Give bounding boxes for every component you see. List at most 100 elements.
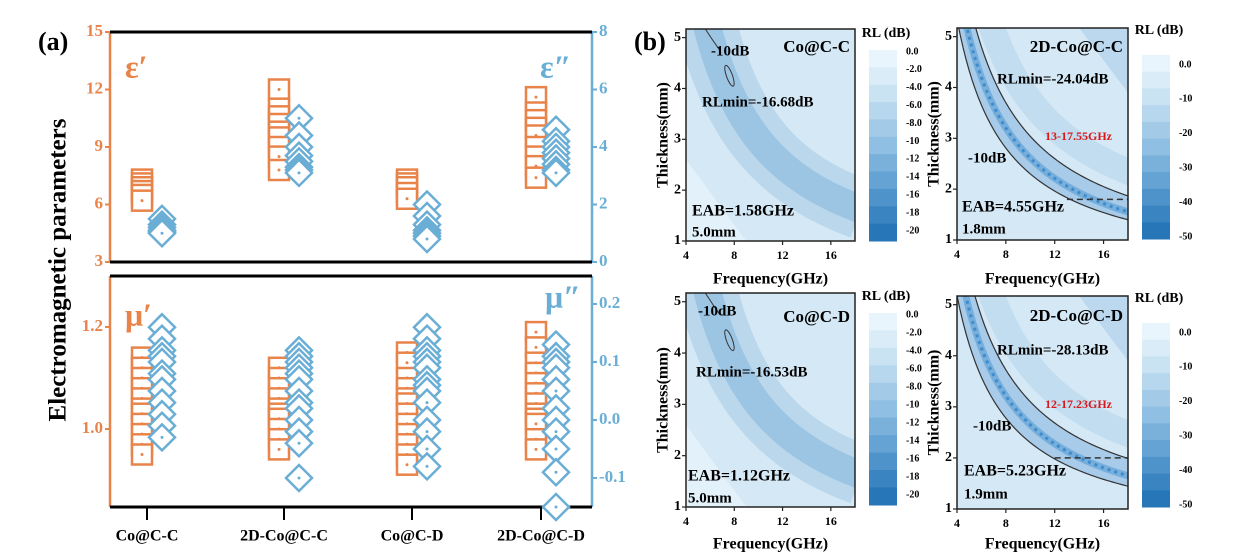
colorbar-step bbox=[869, 67, 897, 86]
contour-ellipse bbox=[724, 329, 735, 352]
colorbar-tick-label: 0.0 bbox=[906, 309, 919, 320]
category-label: 2D-Co@C-C bbox=[240, 528, 328, 545]
left-axis-symbol: ε′ bbox=[125, 48, 148, 84]
map-title: 2D-Co@C-C bbox=[1030, 37, 1123, 56]
colorbar-step bbox=[1142, 105, 1170, 123]
colorbar-step bbox=[869, 188, 897, 207]
contour-area bbox=[957, 28, 1128, 240]
colorbar-step bbox=[869, 470, 897, 489]
eab-label: EAB=4.55GHz bbox=[962, 199, 1064, 216]
right-axis-symbol: ε″ bbox=[540, 48, 571, 84]
square-marker-dot bbox=[534, 176, 538, 180]
map-frame bbox=[685, 292, 856, 508]
colorbar-label: RL (dB) bbox=[862, 26, 911, 41]
colorbar-step bbox=[869, 382, 897, 401]
colorbar-step bbox=[869, 435, 897, 454]
y-axis-label: Thickness(mm) bbox=[926, 81, 943, 187]
plot-a-bottom: 1.01.2-0.10.00.10.2μ′μ″ bbox=[82, 274, 626, 522]
colorbar-label: RL (dB) bbox=[1135, 291, 1184, 306]
diamond-marker-dot bbox=[425, 430, 429, 434]
right-axis-symbol: μ″ bbox=[545, 278, 581, 314]
colorbar-tick-label: 0.0 bbox=[906, 46, 919, 57]
colorbar-step bbox=[1142, 356, 1170, 374]
colorbar-step bbox=[869, 206, 897, 225]
colorbar-tick-label: -20 bbox=[1179, 396, 1192, 407]
y-tick-label: 1 bbox=[945, 232, 952, 247]
eab-label: EAB=5.23GHz bbox=[964, 463, 1066, 480]
x-tick-label: 16 bbox=[1098, 516, 1110, 530]
colorbar-tick-label: -40 bbox=[1179, 197, 1192, 208]
x-axis-label: Frequency(GHz) bbox=[985, 271, 1100, 288]
colorbar-step bbox=[1142, 155, 1170, 173]
colorbar-step bbox=[1142, 121, 1170, 140]
colorbar-label: RL (dB) bbox=[1135, 23, 1184, 38]
colorbar-tick-label: -10 bbox=[906, 399, 919, 410]
y-axis-label: Electromagnetic parameters bbox=[45, 118, 72, 421]
y-tick-label: 4 bbox=[674, 81, 681, 96]
contour-area bbox=[686, 29, 855, 241]
thickness-label: 5.0mm bbox=[688, 490, 732, 506]
x-tick-label: 16 bbox=[1098, 247, 1110, 261]
colorbar-step bbox=[1142, 423, 1170, 441]
y-tick-label: 2 bbox=[674, 448, 681, 463]
thickness-label: 1.9mm bbox=[964, 486, 1008, 502]
x-tick-label: 4 bbox=[954, 516, 960, 530]
absorption-band-peak bbox=[965, 28, 1128, 214]
rlmin-label: RLmin=-24.04dB bbox=[997, 71, 1108, 87]
y-tick-label: 3 bbox=[945, 399, 952, 414]
category-label: Co@C-D bbox=[381, 528, 444, 545]
colorbar-tick-label: -18 bbox=[906, 207, 919, 218]
light-region bbox=[686, 159, 747, 241]
rlmin-label: RLmin=-16.53dB bbox=[696, 364, 807, 380]
colorbar-step bbox=[1142, 188, 1170, 207]
corner-region bbox=[1079, 28, 1128, 93]
contour-10db-outer bbox=[974, 296, 1128, 460]
absorption-band-inner bbox=[693, 293, 855, 488]
colorbar-step bbox=[1142, 88, 1170, 106]
x-tick-label: 12 bbox=[777, 248, 789, 262]
left-tick-label: 9 bbox=[95, 136, 104, 155]
bandwidth-label: 13-17.55GHz bbox=[1045, 129, 1113, 143]
colorbar-tick-label: -30 bbox=[1179, 162, 1192, 173]
x-tick-label: 12 bbox=[1049, 516, 1061, 530]
colorbar-step bbox=[1142, 339, 1170, 357]
contour-10db-inner bbox=[958, 28, 1128, 221]
right-tick-label: -0.1 bbox=[599, 467, 626, 486]
diamond-marker-dot bbox=[425, 447, 429, 451]
colorbar-tick-label: -14 bbox=[906, 435, 919, 446]
y-tick-label: 4 bbox=[945, 348, 952, 363]
colorbar-tick-label: -50 bbox=[1179, 499, 1192, 510]
panel-label-a: (a) bbox=[38, 27, 68, 56]
colorbar-tick-label: -4.0 bbox=[906, 345, 922, 356]
colorbar-tick-label: -10 bbox=[906, 136, 919, 147]
colorbar-tick-label: 0.0 bbox=[1179, 59, 1192, 70]
diamond-marker-dot bbox=[297, 441, 301, 445]
colorbar-step bbox=[869, 223, 897, 242]
outer-band bbox=[978, 28, 1128, 186]
rlmin-label: RLmin=-16.68dB bbox=[702, 94, 813, 110]
y-tick-label: 2 bbox=[674, 182, 681, 197]
y-axis-label: Thickness(mm) bbox=[926, 350, 943, 456]
square-marker-dot bbox=[140, 199, 144, 203]
colorbar-tick-label: -10 bbox=[1179, 94, 1192, 105]
contour-area bbox=[957, 296, 1128, 509]
left-axis-symbol: μ′ bbox=[125, 296, 152, 332]
y-tick-label: 5 bbox=[945, 29, 952, 44]
map-frame bbox=[956, 295, 1129, 510]
thickness-label: 1.8mm bbox=[962, 221, 1006, 237]
absorption-band-peak bbox=[964, 296, 1128, 478]
colorbar-step bbox=[869, 154, 897, 173]
x-tick-label: 16 bbox=[825, 248, 837, 262]
contour-line bbox=[704, 293, 721, 315]
thickness-label: 5.0mm bbox=[692, 224, 736, 240]
colorbar-tick-label: -2.0 bbox=[906, 327, 922, 338]
diamond-marker-dot bbox=[554, 470, 558, 474]
y-tick-label: 5 bbox=[945, 297, 952, 312]
light-region bbox=[686, 424, 747, 507]
contour-10db-inner bbox=[957, 296, 1128, 487]
x-tick-label: 16 bbox=[825, 514, 837, 528]
x-tick-label: 8 bbox=[1003, 516, 1009, 530]
